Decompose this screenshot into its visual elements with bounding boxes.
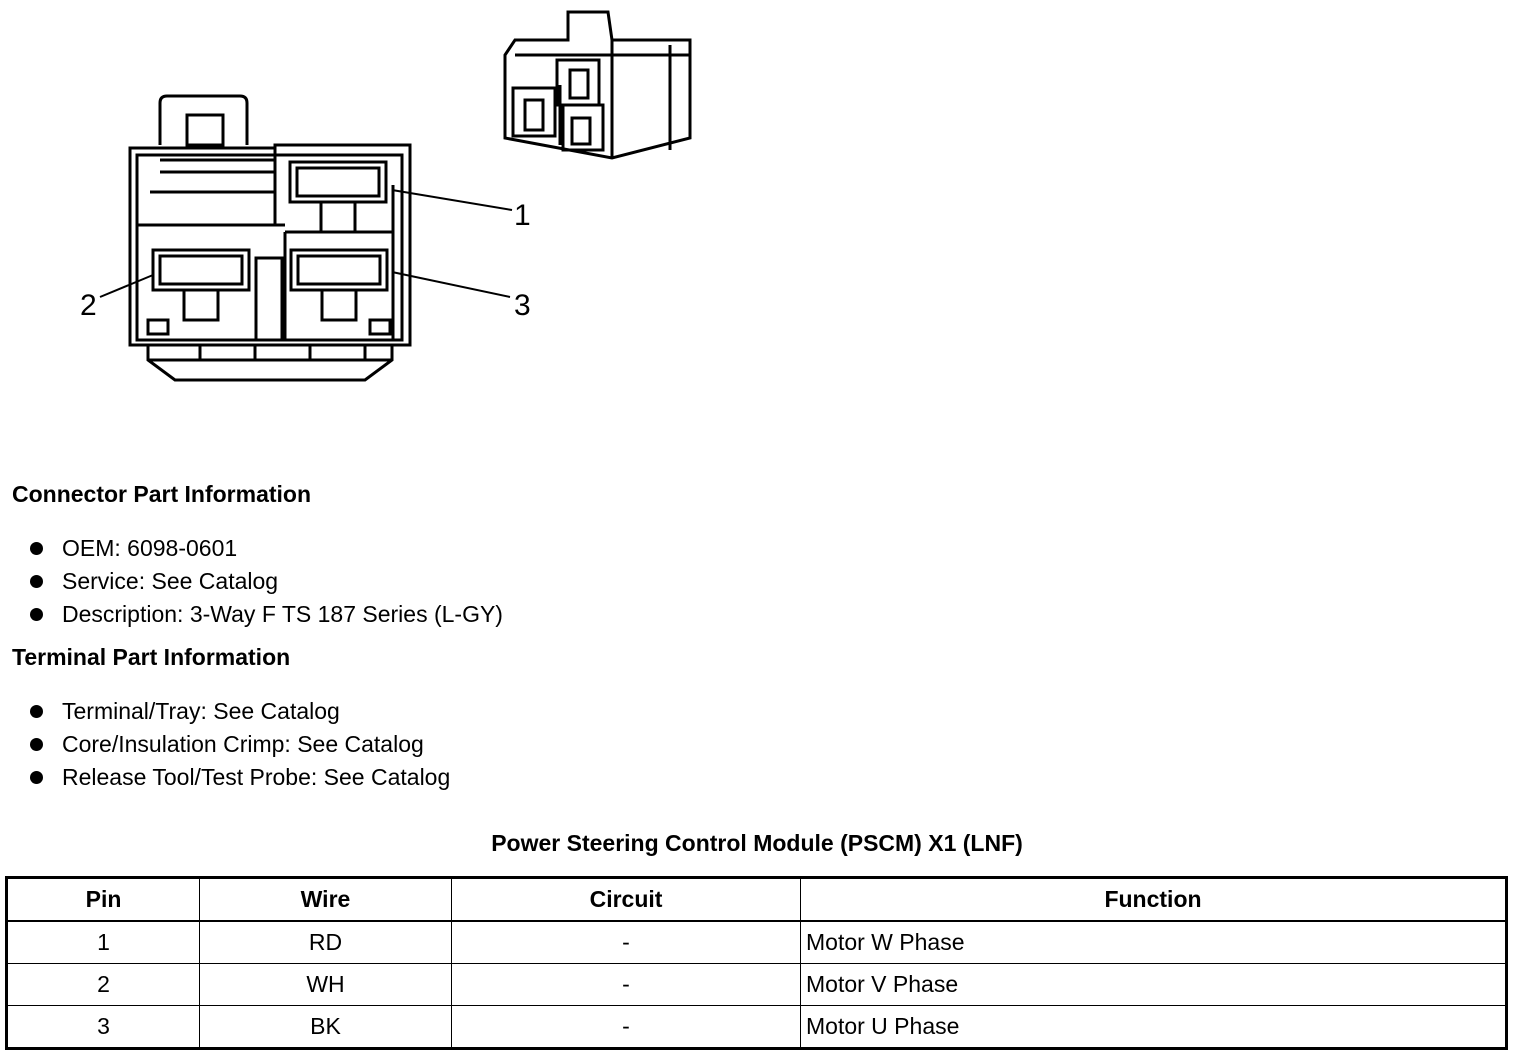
list-item: Description: 3-Way F TS 187 Series (L-GY… — [28, 598, 503, 631]
header-pin: Pin — [6, 877, 200, 922]
pin-2-leader — [99, 274, 154, 298]
header-circuit: Circuit — [451, 877, 801, 922]
pin-1-label: 1 — [514, 199, 531, 232]
bullet-icon — [30, 575, 43, 588]
list-item: OEM: 6098-0601 — [28, 532, 503, 565]
list-item: Service: See Catalog — [28, 565, 503, 598]
header-function: Function — [800, 877, 1507, 922]
cell-circuit: - — [451, 920, 801, 964]
cell-wire: RD — [199, 920, 452, 964]
cell-circuit: - — [451, 1005, 801, 1049]
connector-info-list: OEM: 6098-0601 Service: See Catalog Desc… — [28, 532, 503, 631]
bullet-icon — [30, 771, 43, 784]
pinout-table: Pin Wire Circuit Function 1 RD - Motor W… — [5, 876, 1508, 1050]
cell-function: Motor V Phase — [800, 963, 1507, 1006]
connector-face-view — [128, 94, 412, 382]
pin-3-label: 3 — [514, 289, 531, 322]
cell-circuit: - — [451, 963, 801, 1006]
bullet-icon — [30, 542, 43, 555]
terminal-info-title: Terminal Part Information — [12, 644, 291, 670]
list-item: Terminal/Tray: See Catalog — [28, 695, 450, 728]
bullet-icon — [30, 705, 43, 718]
header-wire: Wire — [199, 877, 452, 922]
pin-1-leader — [391, 189, 513, 211]
cell-pin: 3 — [6, 1005, 200, 1049]
cell-wire: WH — [199, 963, 452, 1006]
table-header-row: Pin Wire Circuit Function — [6, 877, 1507, 922]
cell-pin: 2 — [6, 963, 200, 1006]
connector-info-title: Connector Part Information — [12, 481, 312, 507]
bullet-icon — [30, 738, 43, 751]
pin-3-leader — [391, 271, 511, 298]
connector-perspective-view — [503, 10, 692, 160]
list-item: Release Tool/Test Probe: See Catalog — [28, 761, 450, 794]
cell-pin: 1 — [6, 920, 200, 964]
cell-function: Motor W Phase — [800, 920, 1507, 964]
table-row: 1 RD - Motor W Phase — [6, 920, 1507, 964]
cell-function: Motor U Phase — [800, 1005, 1507, 1049]
table-title: Power Steering Control Module (PSCM) X1 … — [491, 830, 1023, 856]
list-item: Core/Insulation Crimp: See Catalog — [28, 728, 450, 761]
pin-2-label: 2 — [80, 289, 97, 322]
table-row: 2 WH - Motor V Phase — [6, 963, 1507, 1006]
connector-diagram: 1 2 3 — [80, 10, 692, 382]
cell-wire: BK — [199, 1005, 452, 1049]
bullet-icon — [30, 608, 43, 621]
terminal-info-list: Terminal/Tray: See Catalog Core/Insulati… — [28, 695, 450, 794]
table-row: 3 BK - Motor U Phase — [6, 1005, 1507, 1049]
